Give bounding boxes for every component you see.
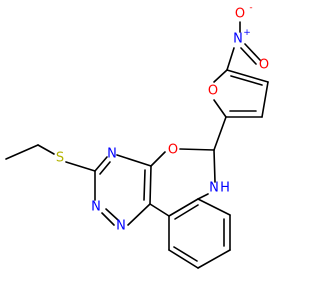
atom-labels: O - N + O O O N H N N N S bbox=[56, 3, 269, 234]
bond-n4-c3-inner bbox=[99, 161, 111, 175]
bond-n1-c9a bbox=[127, 203, 151, 226]
bond-o-c4a bbox=[150, 151, 166, 167]
bond-n2-n1-inner bbox=[105, 208, 119, 221]
atom-oxygen-ring: O bbox=[168, 143, 178, 158]
bond-c6-o bbox=[179, 148, 215, 151]
bond-c6-nh bbox=[213, 149, 216, 183]
bond-furan-c5-c4 bbox=[226, 69, 269, 83]
bonds bbox=[5, 21, 269, 269]
atom-sulfur: S bbox=[56, 151, 64, 166]
atom-nitrogen-triazine-1: N bbox=[116, 219, 126, 234]
bond-furan-c4-c3 bbox=[261, 81, 269, 118]
bond-c4a-n4 bbox=[116, 154, 152, 167]
bond-n-furan bbox=[226, 47, 235, 71]
atom-oxygen-nitro-top: O bbox=[235, 7, 245, 22]
bond-benz-1-inner bbox=[174, 204, 199, 220]
bond-furan-o-c5 bbox=[213, 69, 228, 83]
atom-nitrogen-nh: N bbox=[209, 181, 219, 196]
charge-plus: + bbox=[243, 28, 251, 38]
atom-hydrogen-nh: H bbox=[220, 181, 230, 196]
bond-furan-c2-o bbox=[213, 99, 227, 118]
molecule-structure: O - N + O O O N H N N N S bbox=[5, 3, 269, 269]
bond-furan-c5-c4-inner bbox=[230, 75, 263, 86]
charge-minus: - bbox=[249, 3, 252, 13]
bond-benz-4 bbox=[197, 249, 231, 269]
bond-n-o-bottom-1 bbox=[244, 43, 261, 61]
bond-c4a-c9a bbox=[149, 165, 152, 205]
bond-n4-c3 bbox=[94, 156, 108, 172]
bond-nh-benz bbox=[197, 193, 209, 200]
atom-oxygen-nitro-bottom: O bbox=[259, 58, 269, 73]
bond-s-ch2 bbox=[37, 144, 55, 155]
atom-nitrogen-triazine-4: N bbox=[107, 147, 117, 162]
atom-nitrogen-nitro: N bbox=[233, 32, 243, 47]
bond-benz-1 bbox=[168, 198, 199, 217]
bond-c3-s bbox=[65, 161, 96, 172]
atom-oxygen-furan: O bbox=[208, 84, 218, 99]
bond-benz-5-inner bbox=[173, 246, 198, 262]
bond-c4a-c9a-inner bbox=[143, 169, 146, 201]
bond-benz-2 bbox=[197, 198, 231, 216]
bond-benz-triazine bbox=[149, 203, 170, 217]
bond-furan-c6 bbox=[213, 116, 227, 151]
atom-nitrogen-triazine-2: N bbox=[91, 200, 101, 215]
bond-n2-n1 bbox=[101, 212, 115, 226]
bond-ch2-ch3 bbox=[5, 144, 39, 160]
bond-n-o-bottom-2 bbox=[240, 47, 257, 65]
bond-benz-5 bbox=[168, 249, 199, 269]
